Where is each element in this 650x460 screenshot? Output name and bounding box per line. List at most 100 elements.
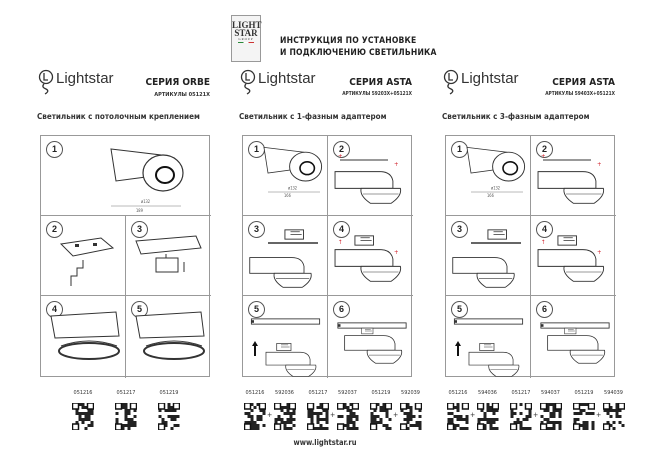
lightstar-logo: Lightstar [443,68,533,98]
article-code: 594039 [604,390,623,396]
dimension-label: ø132 [491,186,500,191]
plus-sign: + [470,411,476,419]
step-illustration [50,311,120,360]
plus-sign: + [533,411,539,419]
lightbulb-logo-icon [443,69,459,95]
series-name: СЕРИЯ ASTA [552,77,615,88]
instruction-steps-grid: 1 ø132 166 2 ++ 3 4 ↑+ 5 6 [445,135,616,378]
qr-code-icon[interactable] [447,403,469,430]
website-url[interactable]: www.lightstar.ru [293,438,357,447]
article-code: 051219 [574,390,594,396]
article-code: 051217 [511,390,531,396]
series-name: СЕРИЯ ORBE [145,77,210,88]
step-illustration: ø132 189 [110,148,184,213]
qr-code-icon[interactable] [476,403,499,430]
step-number: 6 [333,301,350,318]
step-panel: 6 [327,295,413,378]
title-line-2: И ПОДКЛЮЧЕНИЮ СВЕТИЛЬНИКА [280,48,437,58]
plus-sign: + [596,411,602,419]
step-illustration [249,229,318,288]
page-title: ИНСТРУКЦИЯ ПО УСТАНОВКЕ И ПОДКЛЮЧЕНИЮ СВ… [280,35,437,59]
svg-text:+: + [338,153,343,160]
article-numbers: АРТИКУЛЫ 59403X+05121X [545,92,615,97]
article-code: 594037 [541,390,560,396]
svg-text:↑: ↑ [541,239,546,246]
step-panel: 3 [446,215,531,296]
step-panel: 2 ++ [530,136,616,216]
qr-code-icon[interactable] [399,403,422,430]
step-panel: 2 ++ [327,136,413,216]
qr-code-icon[interactable] [336,403,359,430]
qr-code-icon[interactable] [602,403,625,430]
article-code: 051217 [308,390,328,396]
step-panel: 2 [41,215,126,296]
qr-code-icon[interactable] [510,403,532,430]
step-illustration [59,237,115,286]
dimension-label: 166 [284,193,292,198]
article-code: 051216 [73,390,93,396]
step-panel: 3 [125,215,211,296]
step-number: 5 [451,301,468,318]
svg-text:+: + [394,249,399,256]
step-illustration: ++ [537,153,605,204]
step-illustration [135,311,205,360]
step-illustration: ø132 166 [263,146,323,198]
qr-code-icon[interactable] [307,403,329,430]
brand-name: Lightstar [56,70,114,87]
svg-text:+: + [394,161,399,168]
step-number: 6 [536,301,553,318]
step-panel: 6 [530,295,616,378]
lightstar-logo: Lightstar [240,68,330,98]
svg-text:+: + [541,153,546,160]
article-code: 051216 [245,390,265,396]
lightstar-logo: Lightstar [38,68,128,98]
plus-sign: + [393,411,399,419]
step-illustration [337,322,407,364]
step-illustration: ↑+ [334,235,402,282]
step-number: 2 [333,141,350,158]
qr-code-icon[interactable] [573,403,595,430]
qr-code-icon[interactable] [273,403,296,430]
step-illustration [135,235,202,273]
plus-sign: + [330,411,336,419]
step-number: 3 [451,221,468,238]
step-panel: 4 ↑+ [530,215,616,296]
dimension-label: ø132 [288,186,297,191]
article-numbers: АРТИКУЛЫ 59203X+05121X [342,92,412,97]
step-panel: 1 ø132 189 [41,136,211,216]
qr-code-icon[interactable] [115,403,137,430]
column-subtitle: Светильник с 3-фазным адаптером [442,112,590,121]
step-number: 3 [248,221,265,238]
title-line-1: ИНСТРУКЦИЯ ПО УСТАНОВКЕ [280,36,417,46]
column-subtitle: Светильник с потолочным креплением [37,112,200,121]
lightbulb-logo-icon [38,69,54,95]
step-number: 1 [46,141,63,158]
series-name: СЕРИЯ ASTA [349,77,412,88]
article-code: 051216 [448,390,468,396]
step-number: 5 [248,301,265,318]
svg-text:+: + [597,161,602,168]
qr-code-icon[interactable] [370,403,392,430]
qr-code-icon[interactable] [72,403,94,430]
instruction-steps-grid: 1 ø132 166 2 ++ 3 4 ↑+ 5 6 [242,135,413,378]
step-panel: 1 ø132 166 [446,136,531,216]
step-illustration: ++ [334,153,402,204]
article-code: 592036 [275,390,294,396]
qr-code-icon[interactable] [244,403,266,430]
article-code: 051217 [116,390,136,396]
qr-code-icon[interactable] [158,403,180,430]
step-panel: 5 [446,295,531,378]
step-number: 4 [333,221,350,238]
step-illustration [453,318,524,377]
qr-code-icon[interactable] [539,403,562,430]
dimension-label: ø132 [141,199,150,204]
svg-text:+: + [597,249,602,256]
brand-name: Lightstar [258,70,316,87]
step-illustration [540,322,610,364]
dimension-label: 166 [487,193,495,198]
lightbulb-logo-icon [240,69,256,95]
article-code: 051219 [371,390,391,396]
article-code: 592039 [401,390,420,396]
brand-name: Lightstar [461,70,519,87]
